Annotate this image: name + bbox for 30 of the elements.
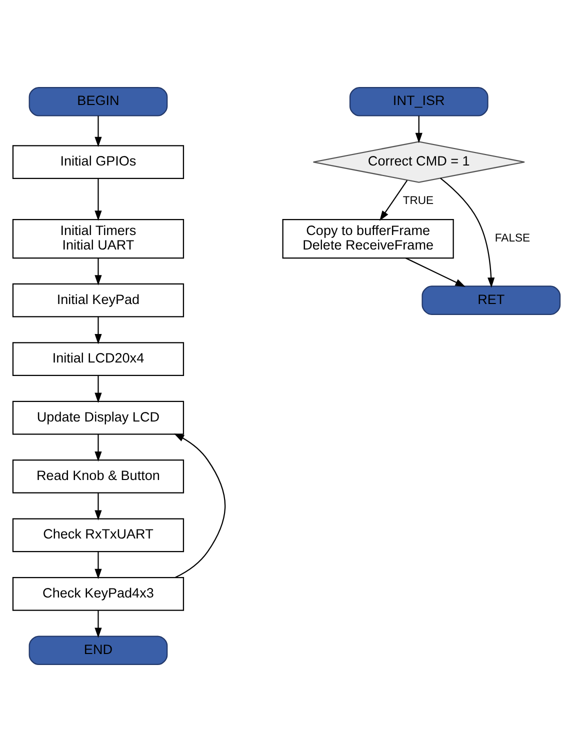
arrow — [94, 552, 102, 580]
arrow — [94, 434, 102, 462]
arrow — [94, 116, 102, 147]
edge-label: TRUE — [402, 194, 434, 207]
node-box: Copy to bufferFrame Delete ReceiveFrame — [282, 219, 454, 259]
node-box: Check RxTxUART — [12, 518, 184, 552]
arrow — [94, 376, 102, 403]
node-box: Initial LCD20x4 — [12, 342, 184, 376]
arrow — [415, 116, 422, 144]
node-box: Read Knob & Button — [12, 460, 184, 494]
arrow — [174, 434, 226, 578]
edge-label: FALSE — [494, 232, 530, 245]
node-box: INT_ISR — [349, 86, 488, 116]
arrow — [94, 178, 102, 221]
arrow — [94, 316, 102, 344]
node-box: END — [28, 636, 168, 666]
node-diamond: Correct CMD = 1 — [312, 141, 526, 183]
arrow — [440, 178, 495, 288]
arrow — [405, 258, 466, 287]
node-box: Check KeyPad4x3 — [12, 576, 184, 611]
node-box: BEGIN — [28, 86, 168, 116]
arrow — [94, 610, 102, 638]
arrow — [94, 258, 102, 286]
node-box: Initial KeyPad — [12, 283, 184, 318]
node-box: Initial Timers Initial UART — [12, 219, 184, 259]
arrow — [94, 493, 102, 520]
node-box: Initial GPIOs — [12, 145, 184, 179]
node-box: Update Display LCD — [12, 400, 184, 435]
node-box: RET — [422, 286, 561, 316]
arrow — [380, 180, 408, 221]
